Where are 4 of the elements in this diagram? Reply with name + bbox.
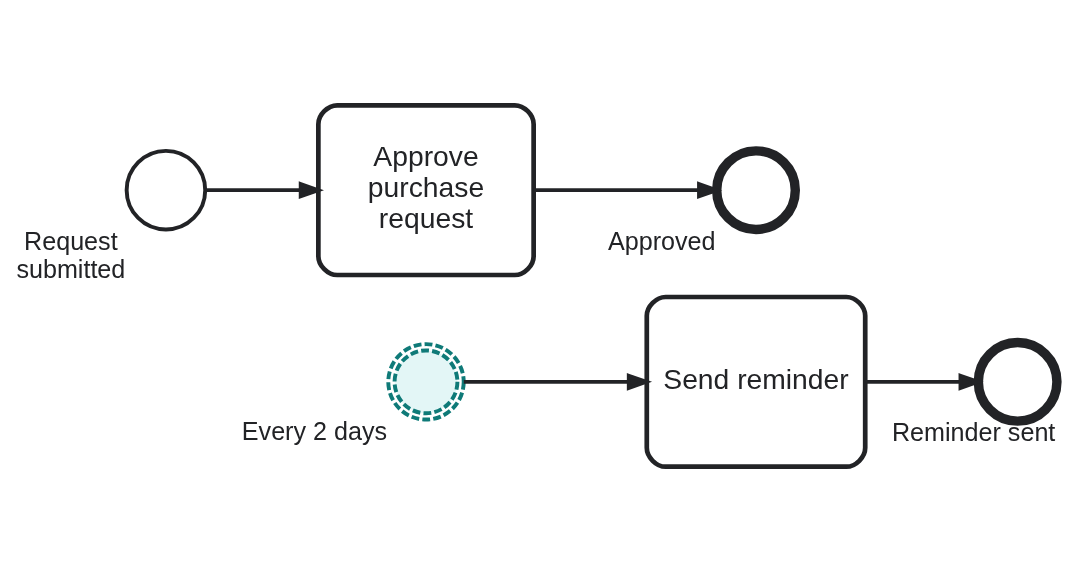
node-label: Every 2 days: [241, 416, 388, 445]
node-label: Request submitted: [16, 226, 126, 283]
node-label: Reminder sent: [891, 418, 1056, 447]
node-label: Approved: [607, 226, 716, 255]
